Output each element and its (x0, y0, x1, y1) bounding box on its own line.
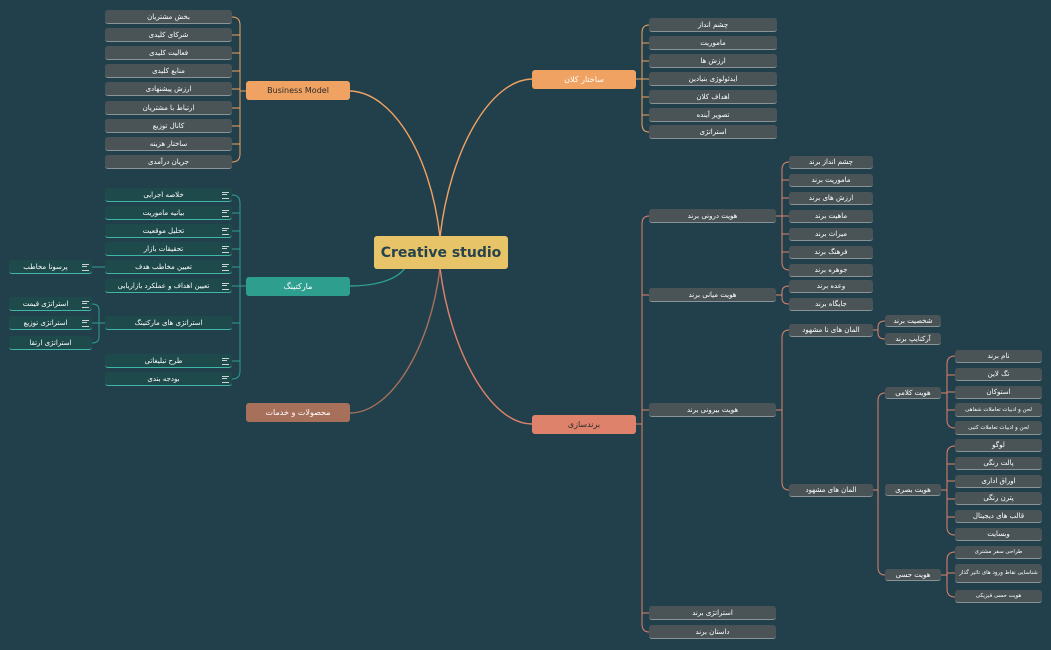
business-model-item[interactable]: جریان درآمدی (105, 155, 232, 169)
marketing-item[interactable]: بیانیه ماموریت (105, 206, 232, 220)
strategy-child-node[interactable]: استراتژی قیمت (9, 297, 92, 311)
business-model-item[interactable]: شرکای کلیدی (105, 28, 232, 42)
strategy-child-label: استراتژی قیمت (22, 299, 69, 308)
marketing-item[interactable]: خلاصه اجرایی (105, 188, 232, 202)
connector-center-branding (439, 267, 533, 425)
sakhtar-item[interactable]: چشم انداز (649, 18, 777, 32)
inner-identity-item[interactable]: ماهیت برند (789, 210, 873, 223)
connector-center-sakhtar (439, 78, 533, 238)
business-model-item[interactable]: ارتباط با مشتریان (105, 101, 232, 115)
marketing-item-label: تحلیل موقعیت (142, 226, 185, 235)
inner-identity-item[interactable]: ماموریت برند (789, 174, 873, 187)
strategy-child-node[interactable]: استراتژی توزیع (9, 316, 92, 330)
audience-persona-label: پرسونا مخاطب (23, 262, 68, 271)
products-services-branch[interactable]: محصولات و خدمات (246, 403, 350, 422)
marketing-item-label: بودجه بندی (147, 374, 180, 383)
verbal-identity-item[interactable]: تگ لاین (955, 368, 1042, 381)
note-icon (222, 282, 229, 290)
sakhtar-kalan-branch[interactable]: ساختار کلان (532, 70, 636, 89)
business-model-item[interactable]: کانال توزیع (105, 119, 232, 133)
inner-identity-item[interactable]: میراث برند (789, 228, 873, 241)
inner-identity-item[interactable]: چشم انداز برند (789, 156, 873, 169)
visible-elements-node[interactable]: المان های مشهود (789, 484, 873, 497)
sensory-identity-item[interactable]: هویت حسی فیزیکی (955, 590, 1042, 603)
strategy-child-node[interactable]: استراتژی ارتقا (9, 336, 92, 350)
sakhtar-item[interactable]: ایدئولوژی بنیادین (649, 72, 777, 86)
inner-identity-node[interactable]: هویت درونی برند (649, 209, 776, 223)
verbal-identity-item[interactable]: استوکان (955, 386, 1042, 399)
verbal-identity-node[interactable]: هویت کلامی (885, 387, 941, 399)
note-icon (82, 319, 89, 327)
note-icon (222, 227, 229, 235)
marketing-item[interactable]: بودجه بندی (105, 372, 232, 386)
marketing-item-label: تعیین اهداف و عملکرد بازاریابی (117, 281, 210, 290)
marketing-item[interactable]: تحلیل موقعیت (105, 224, 232, 238)
note-icon (222, 263, 229, 271)
visual-identity-item[interactable]: پترن رنگی (955, 492, 1042, 505)
branding-branch[interactable]: برندسازی (532, 415, 636, 434)
verbal-identity-item[interactable]: لحن و ادبیات تعاملات کتبی (955, 421, 1042, 435)
connector-center-business-model (349, 90, 441, 238)
brand-strategy-node[interactable]: استراتژی برند (649, 606, 776, 620)
business-model-item[interactable]: بخش مشتریان (105, 10, 232, 24)
note-icon (222, 245, 229, 253)
visual-identity-item[interactable]: وبسایت (955, 528, 1042, 541)
verbal-identity-item[interactable]: نام برند (955, 350, 1042, 363)
note-icon (82, 300, 89, 308)
sakhtar-item[interactable]: تصویر آینده (649, 108, 777, 122)
verbal-identity-item[interactable]: لحن و ادبیات تعاملات شفاهی (955, 403, 1042, 417)
inner-identity-item[interactable]: جوهره برند (789, 264, 873, 277)
central-topic[interactable]: Creative studio (374, 236, 508, 269)
marketing-item[interactable]: تحقیقات بازار (105, 242, 232, 256)
business-model-item[interactable]: ساختار هزینه (105, 137, 232, 151)
note-icon (222, 191, 229, 199)
marketing-item-label: تعیین مخاطب هدف (135, 262, 192, 271)
connector-center-marketing (349, 267, 406, 287)
business-model-item[interactable]: ارزش پیشنهادی (105, 82, 232, 96)
marketing-branch[interactable]: مارکتینگ (246, 277, 350, 296)
invisible-element-item[interactable]: شخصیت برند (885, 315, 941, 327)
marketing-item[interactable]: طرح تبلیغاتی (105, 354, 232, 368)
middle-identity-item[interactable]: وعده برند (789, 280, 873, 293)
middle-identity-node[interactable]: هویت میانی برند (649, 288, 776, 302)
marketing-item[interactable]: تعیین اهداف و عملکرد بازاریابی (105, 279, 232, 293)
marketing-item[interactable]: استراتژی های مارکتینگ (105, 316, 232, 330)
business-model-item[interactable]: فعالیت کلیدی (105, 46, 232, 60)
sakhtar-item[interactable]: ماموریت (649, 36, 777, 50)
note-icon (222, 209, 229, 217)
middle-identity-item[interactable]: جایگاه برند (789, 298, 873, 311)
marketing-item-label: خلاصه اجرایی (143, 190, 184, 199)
marketing-item-label: بیانیه ماموریت (142, 208, 185, 217)
sakhtar-item[interactable]: ارزش ها (649, 54, 777, 68)
note-icon (222, 357, 229, 365)
visual-identity-item[interactable]: اوراق اداری (955, 475, 1042, 488)
visual-identity-item[interactable]: قالب های دیجیتال (955, 510, 1042, 523)
note-icon (222, 375, 229, 383)
sakhtar-item[interactable]: اهداف کلان (649, 90, 777, 104)
note-icon (82, 263, 89, 271)
sensory-identity-item[interactable]: طراحی سفر مشتری (955, 546, 1042, 559)
visual-identity-item[interactable]: پالت رنگی (955, 457, 1042, 470)
visual-identity-item[interactable]: لوگو (955, 439, 1042, 452)
marketing-item[interactable]: تعیین مخاطب هدف (105, 260, 232, 274)
invisible-element-item[interactable]: آرکتایپ برند (885, 333, 941, 345)
invisible-elements-node[interactable]: المان های نا مشهود (789, 324, 873, 337)
audience-persona-node[interactable]: پرسونا مخاطب (9, 260, 92, 274)
inner-identity-item[interactable]: ارزش های برند (789, 192, 873, 205)
strategy-child-label: استراتژی توزیع (23, 318, 68, 327)
business-model-branch[interactable]: Business Model (246, 81, 350, 100)
sensory-identity-node[interactable]: هویت حسی (885, 569, 941, 581)
marketing-item-label: طرح تبلیغاتی (144, 356, 183, 365)
inner-identity-item[interactable]: فرهنگ برند (789, 246, 873, 259)
business-model-item[interactable]: منابع کلیدی (105, 64, 232, 78)
brand-story-node[interactable]: داستان برند (649, 625, 776, 639)
connector-center-products (349, 267, 441, 414)
sakhtar-item[interactable]: استراتژی (649, 125, 777, 139)
marketing-item-label: تحقیقات بازار (143, 244, 184, 253)
sensory-identity-item[interactable]: شناسایی نقاط ورود های تاثیر گذار (955, 564, 1042, 583)
visual-identity-node[interactable]: هویت بصری (885, 484, 941, 496)
outer-identity-node[interactable]: هویت بیرونی برند (649, 403, 776, 417)
